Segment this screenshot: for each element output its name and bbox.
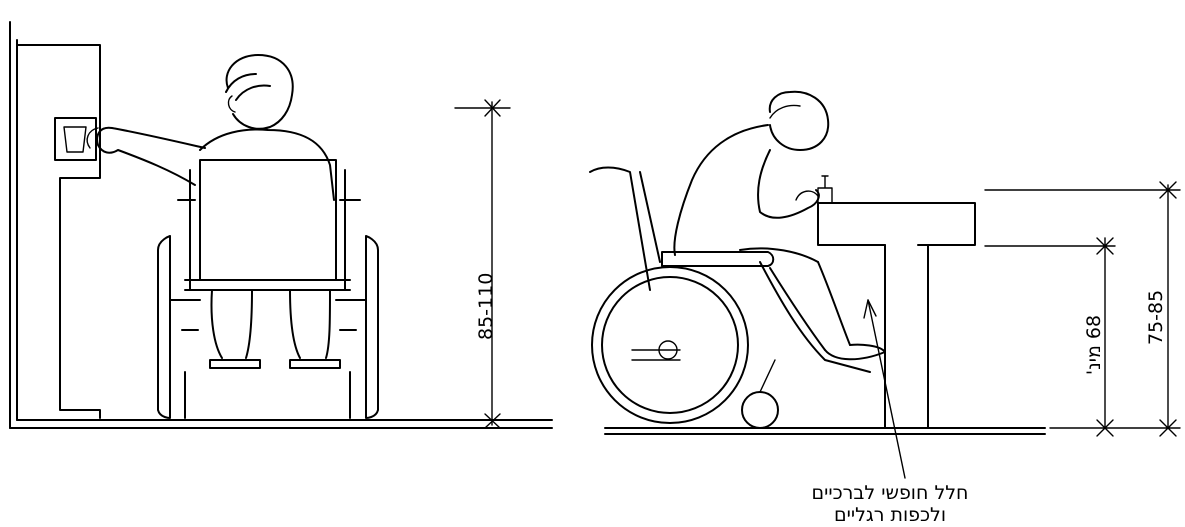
- right-chair-seat: [661, 251, 775, 267]
- left-figure: [9, 21, 553, 429]
- knee-dim-bottom-tick: [1096, 419, 1114, 437]
- table-dim-bottom-tick: [1049, 419, 1181, 437]
- table-height-label: 75-85: [1145, 290, 1167, 345]
- left-person-hand: [86, 127, 99, 149]
- right-chair-handle: [589, 166, 651, 291]
- left-chair-frame: [169, 299, 367, 331]
- right-chair-wheel: [591, 266, 749, 424]
- right-chair-caster: [741, 391, 779, 429]
- table-fountain: [817, 175, 833, 204]
- knee-clearance-dimension: 68 מינ': [984, 237, 1116, 437]
- left-person-back: [199, 128, 335, 201]
- left-person-head: [225, 54, 294, 130]
- left-height-label: 85-110: [475, 273, 497, 340]
- fountain-spout-box: [54, 117, 97, 161]
- right-chair-wheel-inner: [601, 276, 739, 414]
- knee-space-arrowhead: [863, 299, 877, 319]
- table-height-dimension: 75-85: [984, 181, 1181, 437]
- left-chair-seat: [184, 279, 351, 291]
- knee-space-pointer: [867, 299, 906, 479]
- left-chair-backrest: [199, 159, 337, 281]
- left-floor: [9, 419, 553, 429]
- left-chair-wheel-right: [365, 235, 379, 419]
- right-person-arm: [757, 149, 820, 219]
- knee-dim-top-tick: [984, 237, 1116, 255]
- fountain-cabinet: [16, 44, 101, 419]
- left-person-legs: [210, 289, 331, 359]
- table-top: [817, 202, 976, 246]
- left-chair-back-posts: [189, 169, 346, 291]
- knee-space-note-line2: ולכפות רגליים: [833, 504, 947, 526]
- knee-clearance-label: 68 מינ': [1083, 315, 1105, 375]
- knee-space-note: חלל חופשי לברכיים ולכפות רגליים: [780, 482, 1000, 526]
- table-dim-top-tick: [984, 181, 1181, 199]
- left-chair-footrests: [209, 359, 341, 369]
- right-chair-footrest: [759, 261, 871, 373]
- right-chair-axle-bar: [631, 349, 681, 361]
- left-dim-bottom-tick: [484, 413, 501, 429]
- right-person-leg: [769, 261, 851, 351]
- fountain-cup: [63, 126, 87, 153]
- left-chair-casters: [184, 371, 351, 419]
- right-person-hands: [795, 190, 819, 201]
- right-person-hair: [769, 104, 801, 119]
- right-chair-backpost: [639, 171, 661, 263]
- left-person-ear: [227, 95, 236, 113]
- left-dim-top-tick: [454, 99, 511, 117]
- right-floor: [604, 427, 1046, 435]
- right-person-thigh: [739, 247, 819, 263]
- right-chair-caster-fork: [759, 359, 776, 393]
- left-height-dimension: 85-110: [454, 99, 511, 429]
- knee-space-note-line1: חלל חופשי לברכיים: [811, 482, 969, 504]
- right-person-head: [768, 90, 830, 151]
- left-person-hair: [225, 73, 271, 101]
- right-person-foot: [824, 343, 886, 361]
- right-figure: [589, 90, 1046, 479]
- right-person-torso: [673, 124, 769, 256]
- left-person-arm: [96, 126, 206, 186]
- table-leg: [884, 244, 929, 429]
- left-chair-wheel-left: [157, 235, 171, 419]
